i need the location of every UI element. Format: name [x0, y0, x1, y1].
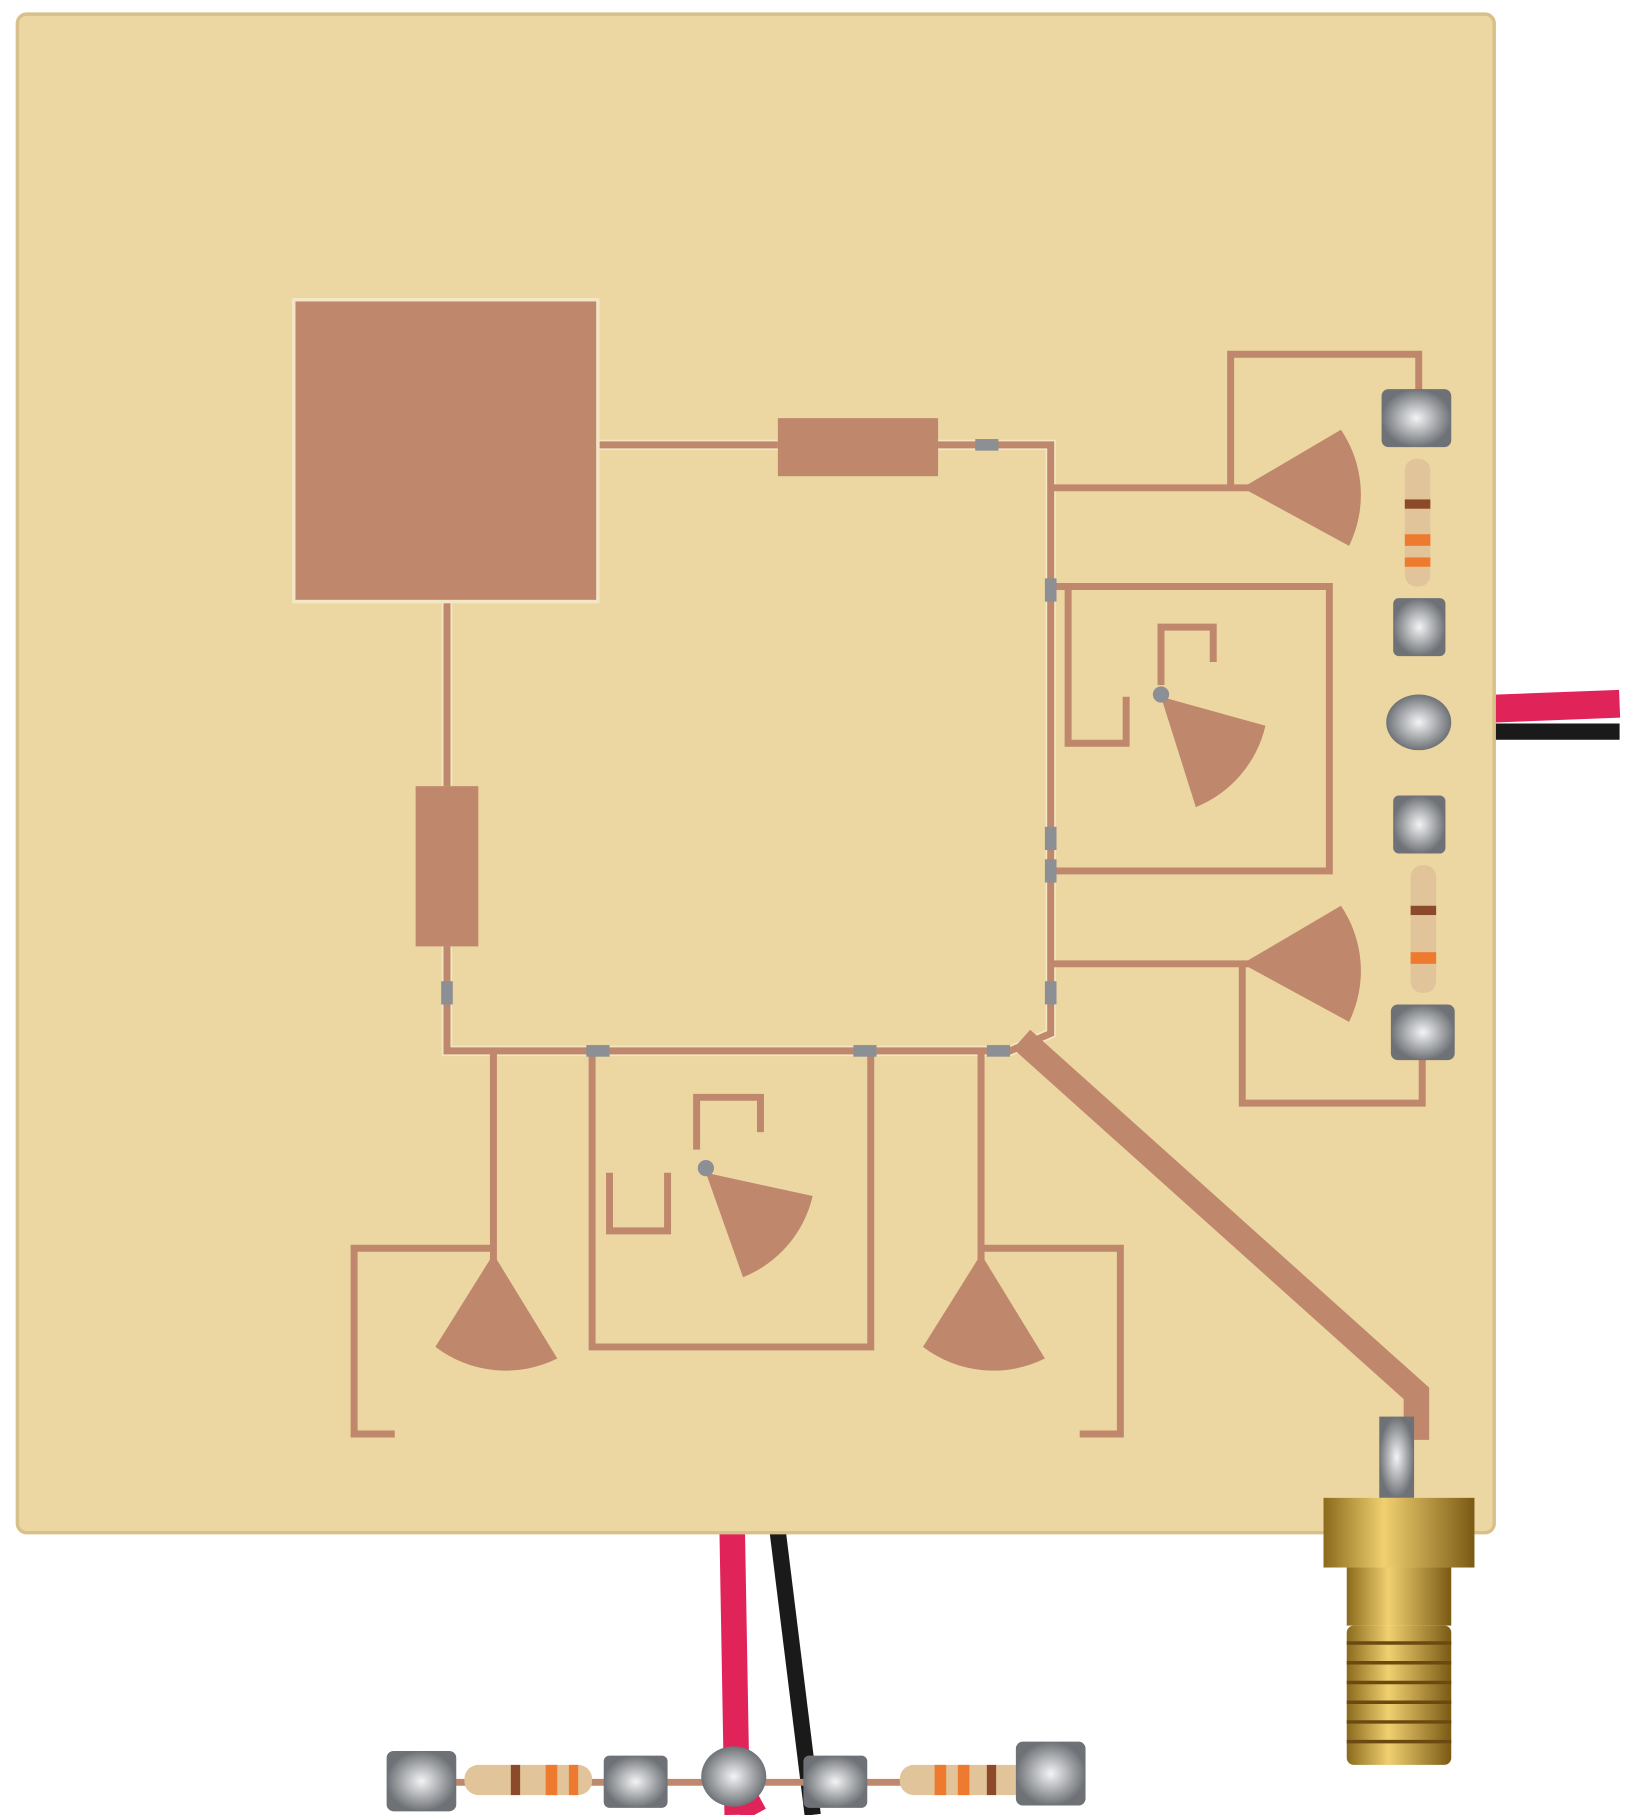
sma-connector: [1323, 1416, 1475, 1765]
copper-traces: [350, 350, 1426, 1786]
square-patch: [291, 297, 600, 604]
feed-line: [1013, 1029, 1430, 1440]
bottom-bias-network: [386, 1741, 1086, 1812]
tuning-stub-left: [415, 786, 479, 947]
smd-components: [441, 439, 1170, 1177]
right-bias-network: [1381, 389, 1455, 1061]
radial-stubs: [435, 429, 1361, 1371]
pcb-substrate: [17, 14, 1495, 1533]
tuning-stub-top: [777, 418, 939, 477]
